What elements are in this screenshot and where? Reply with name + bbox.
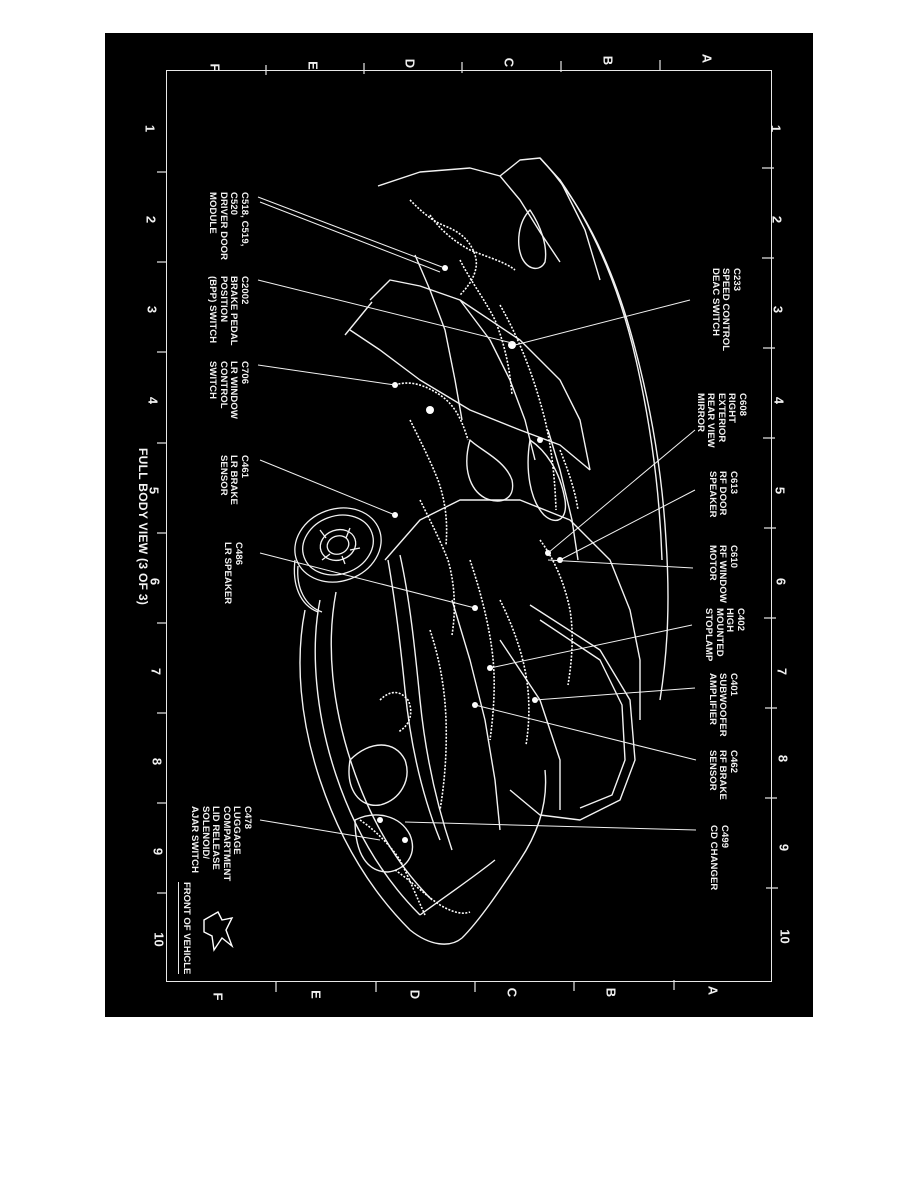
callout-line: REAR VIEW: [705, 393, 717, 448]
grid-number-left-6: 6: [147, 577, 163, 586]
callout-line: LR WINDOW: [228, 361, 240, 419]
callout-line: MOTOR: [707, 545, 718, 581]
callout-c478-luggage-compartment: C478 LUGGAGE COMPARTMENT LID RELEASE SOL…: [189, 806, 254, 882]
diagram-title: FULL BODY VIEW (3 OF 3): [136, 448, 150, 606]
callout-line: SWITCH: [207, 361, 219, 400]
callout-line: DRIVER DOOR: [218, 192, 229, 261]
grid-number-right-2: 2: [769, 215, 785, 224]
grid-number-right-3: 3: [770, 305, 786, 314]
callout-c613-rf-door-speaker: C613 RF DOOR SPEAKER: [707, 471, 739, 518]
callout-line: LR SPEAKER: [222, 542, 234, 605]
callout-c499-cd-changer: C499 CD CHANGER: [708, 825, 731, 891]
connector-id: C610: [728, 545, 739, 569]
connector-id: C706: [239, 361, 250, 385]
callout-line: CONTROL: [218, 361, 229, 409]
callout-line: POSITION: [218, 276, 229, 323]
grid-letter-bottom-d: D: [407, 989, 423, 1000]
callout-c2002-brake-pedal-switch: C2002 BRAKE PEDAL POSITION (BPP) SWITCH: [207, 276, 251, 346]
callout-line: EXTERIOR: [716, 393, 727, 443]
grid-letter-top-f: F: [207, 63, 223, 72]
connector-id: C2002: [239, 276, 250, 305]
callout-line: CD CHANGER: [708, 825, 720, 891]
grid-number-right-4: 4: [771, 396, 787, 405]
connector-id: C401: [728, 673, 739, 697]
grid-number-left-4: 4: [145, 396, 161, 405]
grid-number-right-5: 5: [772, 486, 788, 495]
grid-number-left-1: 1: [142, 124, 158, 133]
grid-number-left-8: 8: [149, 757, 165, 766]
grid-letter-top-a: A: [699, 53, 715, 64]
grid-number-right-9: 9: [776, 843, 792, 852]
callout-line: LR BRAKE: [228, 455, 240, 505]
callout-c461-lr-brake-sensor: C461 LR BRAKE SENSOR: [218, 455, 250, 505]
callout-line: MIRROR: [695, 393, 706, 433]
callout-c233-speed-control-deac: C233 SPEED CONTROL DEAC SWITCH: [710, 268, 742, 351]
callout-line: STOPLAMP: [703, 608, 715, 662]
callout-line: MOUNTED: [714, 608, 725, 657]
callout-line: RF DOOR: [717, 471, 729, 516]
grid-number-right-7: 7: [774, 667, 790, 676]
front-of-vehicle-label: FRONT OF VEHICLE: [178, 882, 192, 975]
callout-c518-driver-door-module: C518, C519, C520 DRIVER DOOR MODULE: [207, 192, 251, 261]
connector-id: C478: [242, 806, 253, 830]
grid-letter-top-e: E: [305, 61, 321, 70]
grid-number-left-2: 2: [143, 215, 159, 224]
callout-line: MODULE: [207, 192, 219, 234]
connector-id: C613: [728, 471, 739, 495]
grid-letter-top-b: B: [600, 55, 616, 66]
callout-c610-rf-window-motor: C610 RF WINDOW MOTOR: [707, 545, 739, 603]
grid-letter-top-c: C: [501, 57, 517, 68]
connector-id: C518, C519,: [239, 192, 250, 247]
callout-line: COMPARTMENT: [221, 806, 232, 882]
callout-line: SENSOR: [707, 750, 718, 791]
callout-line: BRAKE PEDAL: [228, 276, 240, 346]
connector-id: C233: [731, 268, 742, 292]
connector-id: C608: [737, 393, 748, 417]
callout-line: RIGHT: [726, 393, 738, 424]
grid-number-left-7: 7: [148, 667, 164, 676]
callout-line: RF BRAKE: [717, 750, 729, 800]
callout-line: LUGGAGE: [231, 806, 243, 855]
callout-c608-right-mirror: C608 RIGHT EXTERIOR REAR VIEW MIRROR: [695, 393, 748, 448]
connector-id: C499: [719, 825, 730, 849]
grid-number-left-9: 9: [150, 847, 166, 856]
callout-c486-lr-speaker: C486 LR SPEAKER: [222, 542, 245, 605]
grid-letter-bottom-f: F: [210, 992, 226, 1001]
callout-line: SENSOR: [218, 455, 229, 496]
callout-line: RF WINDOW: [717, 545, 729, 603]
callout-c706-lr-window-switch: C706 LR WINDOW CONTROL SWITCH: [207, 361, 251, 419]
callout-c462-rf-brake-sensor: C462 RF BRAKE SENSOR: [707, 750, 739, 800]
grid-number-left-10: 10: [151, 932, 167, 947]
connector-id: C462: [728, 750, 739, 774]
callout-line: AMPLIFIER: [707, 673, 718, 726]
callout-line: SPEED CONTROL: [720, 268, 732, 352]
grid-number-left-3: 3: [144, 305, 160, 314]
callout-line: LID RELEASE: [210, 806, 222, 870]
grid-letter-bottom-e: E: [308, 990, 324, 999]
callout-line: SUBWOOFER: [717, 673, 729, 737]
grid-letter-bottom-b: B: [603, 987, 619, 998]
callout-line: SOLENOID/: [200, 806, 211, 860]
grid-number-right-8: 8: [775, 754, 791, 763]
callout-line: AJAR SWITCH: [189, 806, 201, 874]
callout-line: C520: [228, 192, 240, 216]
grid-number-right-10: 10: [777, 929, 793, 944]
callout-line: SPEAKER: [707, 471, 718, 518]
diagram-frame: [166, 70, 772, 982]
callout-line: HIGH: [724, 608, 736, 633]
grid-letter-bottom-c: C: [504, 987, 520, 998]
grid-number-right-6: 6: [773, 577, 789, 586]
grid-letter-bottom-a: A: [705, 985, 721, 996]
callout-c401-subwoofer-amplifier: C401 SUBWOOFER AMPLIFIER: [707, 673, 739, 737]
grid-letter-top-d: D: [402, 58, 418, 69]
connector-id: C402: [735, 608, 746, 632]
grid-number-right-1: 1: [768, 124, 784, 133]
connector-id: C461: [239, 455, 250, 479]
callout-line: DEAC SWITCH: [710, 268, 721, 337]
connector-id: C486: [233, 542, 244, 566]
callout-line: (BPP) SWITCH: [207, 276, 219, 344]
callout-c402-high-mounted-stoplamp: C402 HIGH MOUNTED STOPLAMP: [703, 608, 747, 662]
